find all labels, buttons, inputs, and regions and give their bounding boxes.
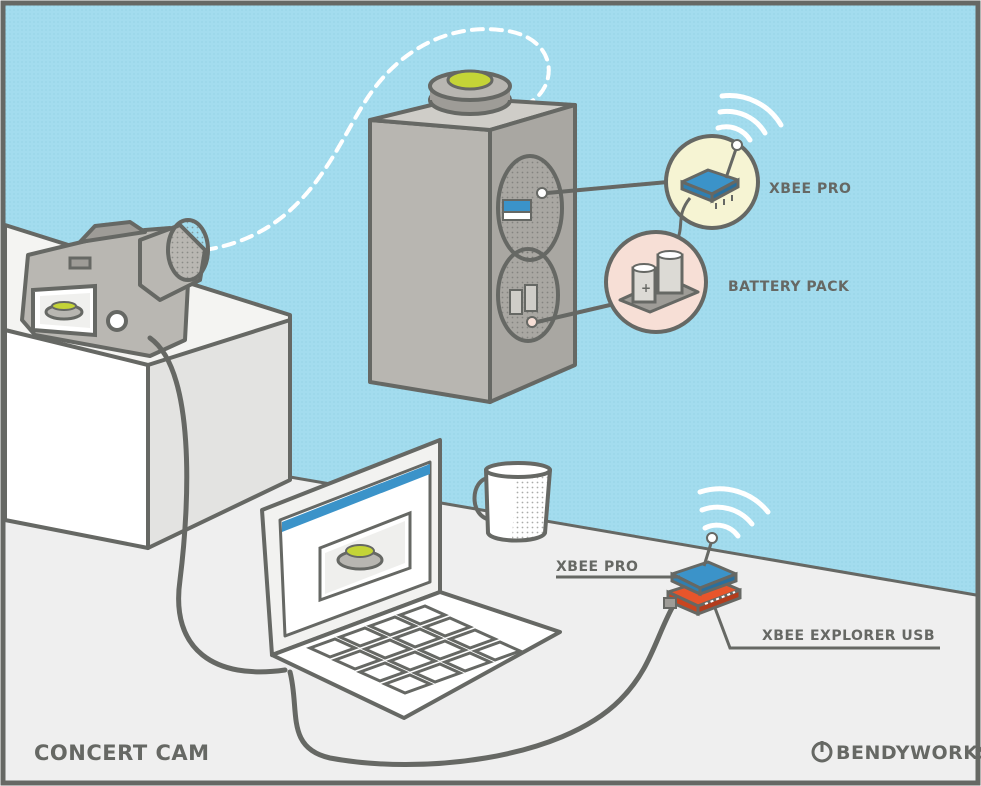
laptop-icon [260,438,562,720]
battery-callout: + [604,230,708,334]
mug-icon [472,461,552,543]
xbee-connector-line [546,180,669,195]
page-title: CONCERT CAM [34,741,210,765]
battery-connector-line [536,303,611,324]
label-battery-pack: BATTERY PACK [728,279,850,295]
floor [5,428,976,781]
label-xbee-pro-bottom: XBEE PRO [556,559,638,575]
wifi-icon-bottom [697,486,771,539]
xbee-explorer-usb-icon [663,532,742,617]
wifi-icon [715,93,784,143]
camera-cable [147,335,288,675]
camera-icon [20,218,210,358]
svg-text:+: + [641,281,651,295]
speaker-icon [368,69,577,404]
label-xbee-pro-top: XBEE PRO [769,181,851,197]
leader-xbee-explorer [713,607,940,650]
usb-cable [287,605,675,767]
xbee-callout [664,134,760,230]
xbee-chip-icon [680,139,743,209]
bendyworks-logo-icon [811,741,833,763]
label-xbee-explorer-usb: XBEE EXPLORER USB [762,628,935,644]
wireless-signal-path [203,27,551,252]
laptop-keyboard [306,604,524,695]
battery-icon: + [618,250,700,314]
brand-name: BENDYWORKS [836,742,981,764]
